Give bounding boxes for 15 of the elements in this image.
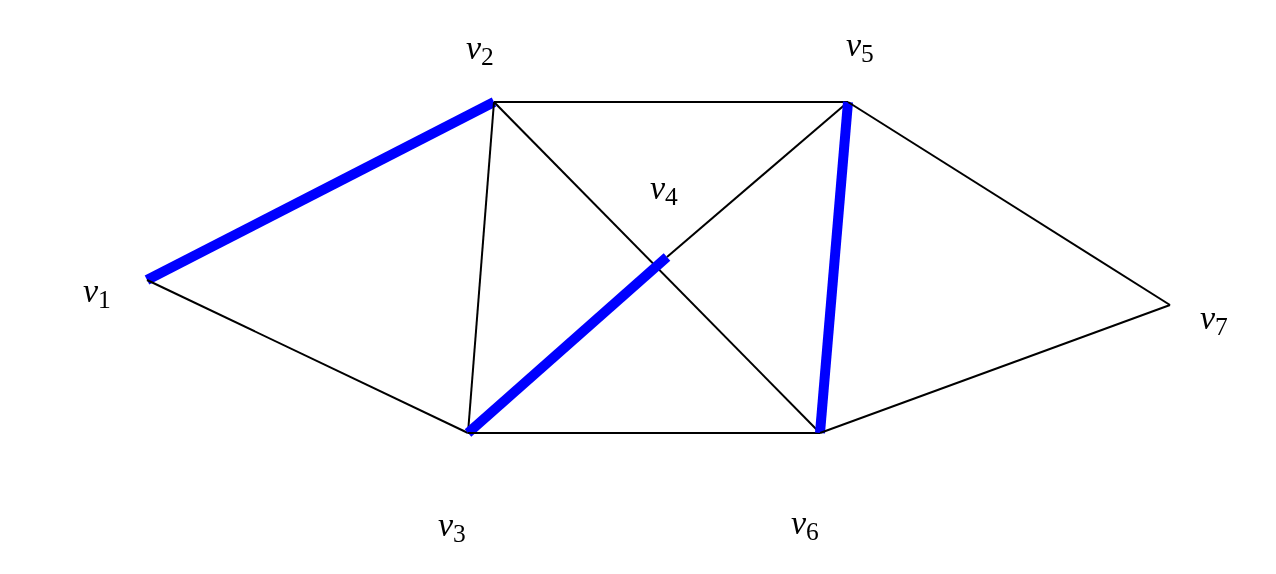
vertex-label: v$_{3}$	[438, 508, 466, 542]
vertex-label: v$_{5}$	[846, 28, 874, 62]
graph-edge	[467, 432, 821, 434]
vertex-label: v$_{4}$	[650, 171, 678, 205]
vertex-label: v$_{1}$	[83, 274, 111, 308]
graph-edge	[493, 101, 849, 103]
vertex-label: v$_{2}$	[466, 31, 494, 65]
vertex-label: v$_{7}$	[1200, 301, 1228, 335]
highlighted-edge	[815, 101, 853, 434]
highlighted-edge	[464, 253, 671, 437]
highlighted-edge	[144, 97, 497, 285]
graph-edge	[819, 304, 1171, 434]
graph-edge	[847, 101, 1171, 306]
vertex-label: v$_{6}$	[791, 506, 819, 540]
graph-edge	[146, 279, 469, 434]
